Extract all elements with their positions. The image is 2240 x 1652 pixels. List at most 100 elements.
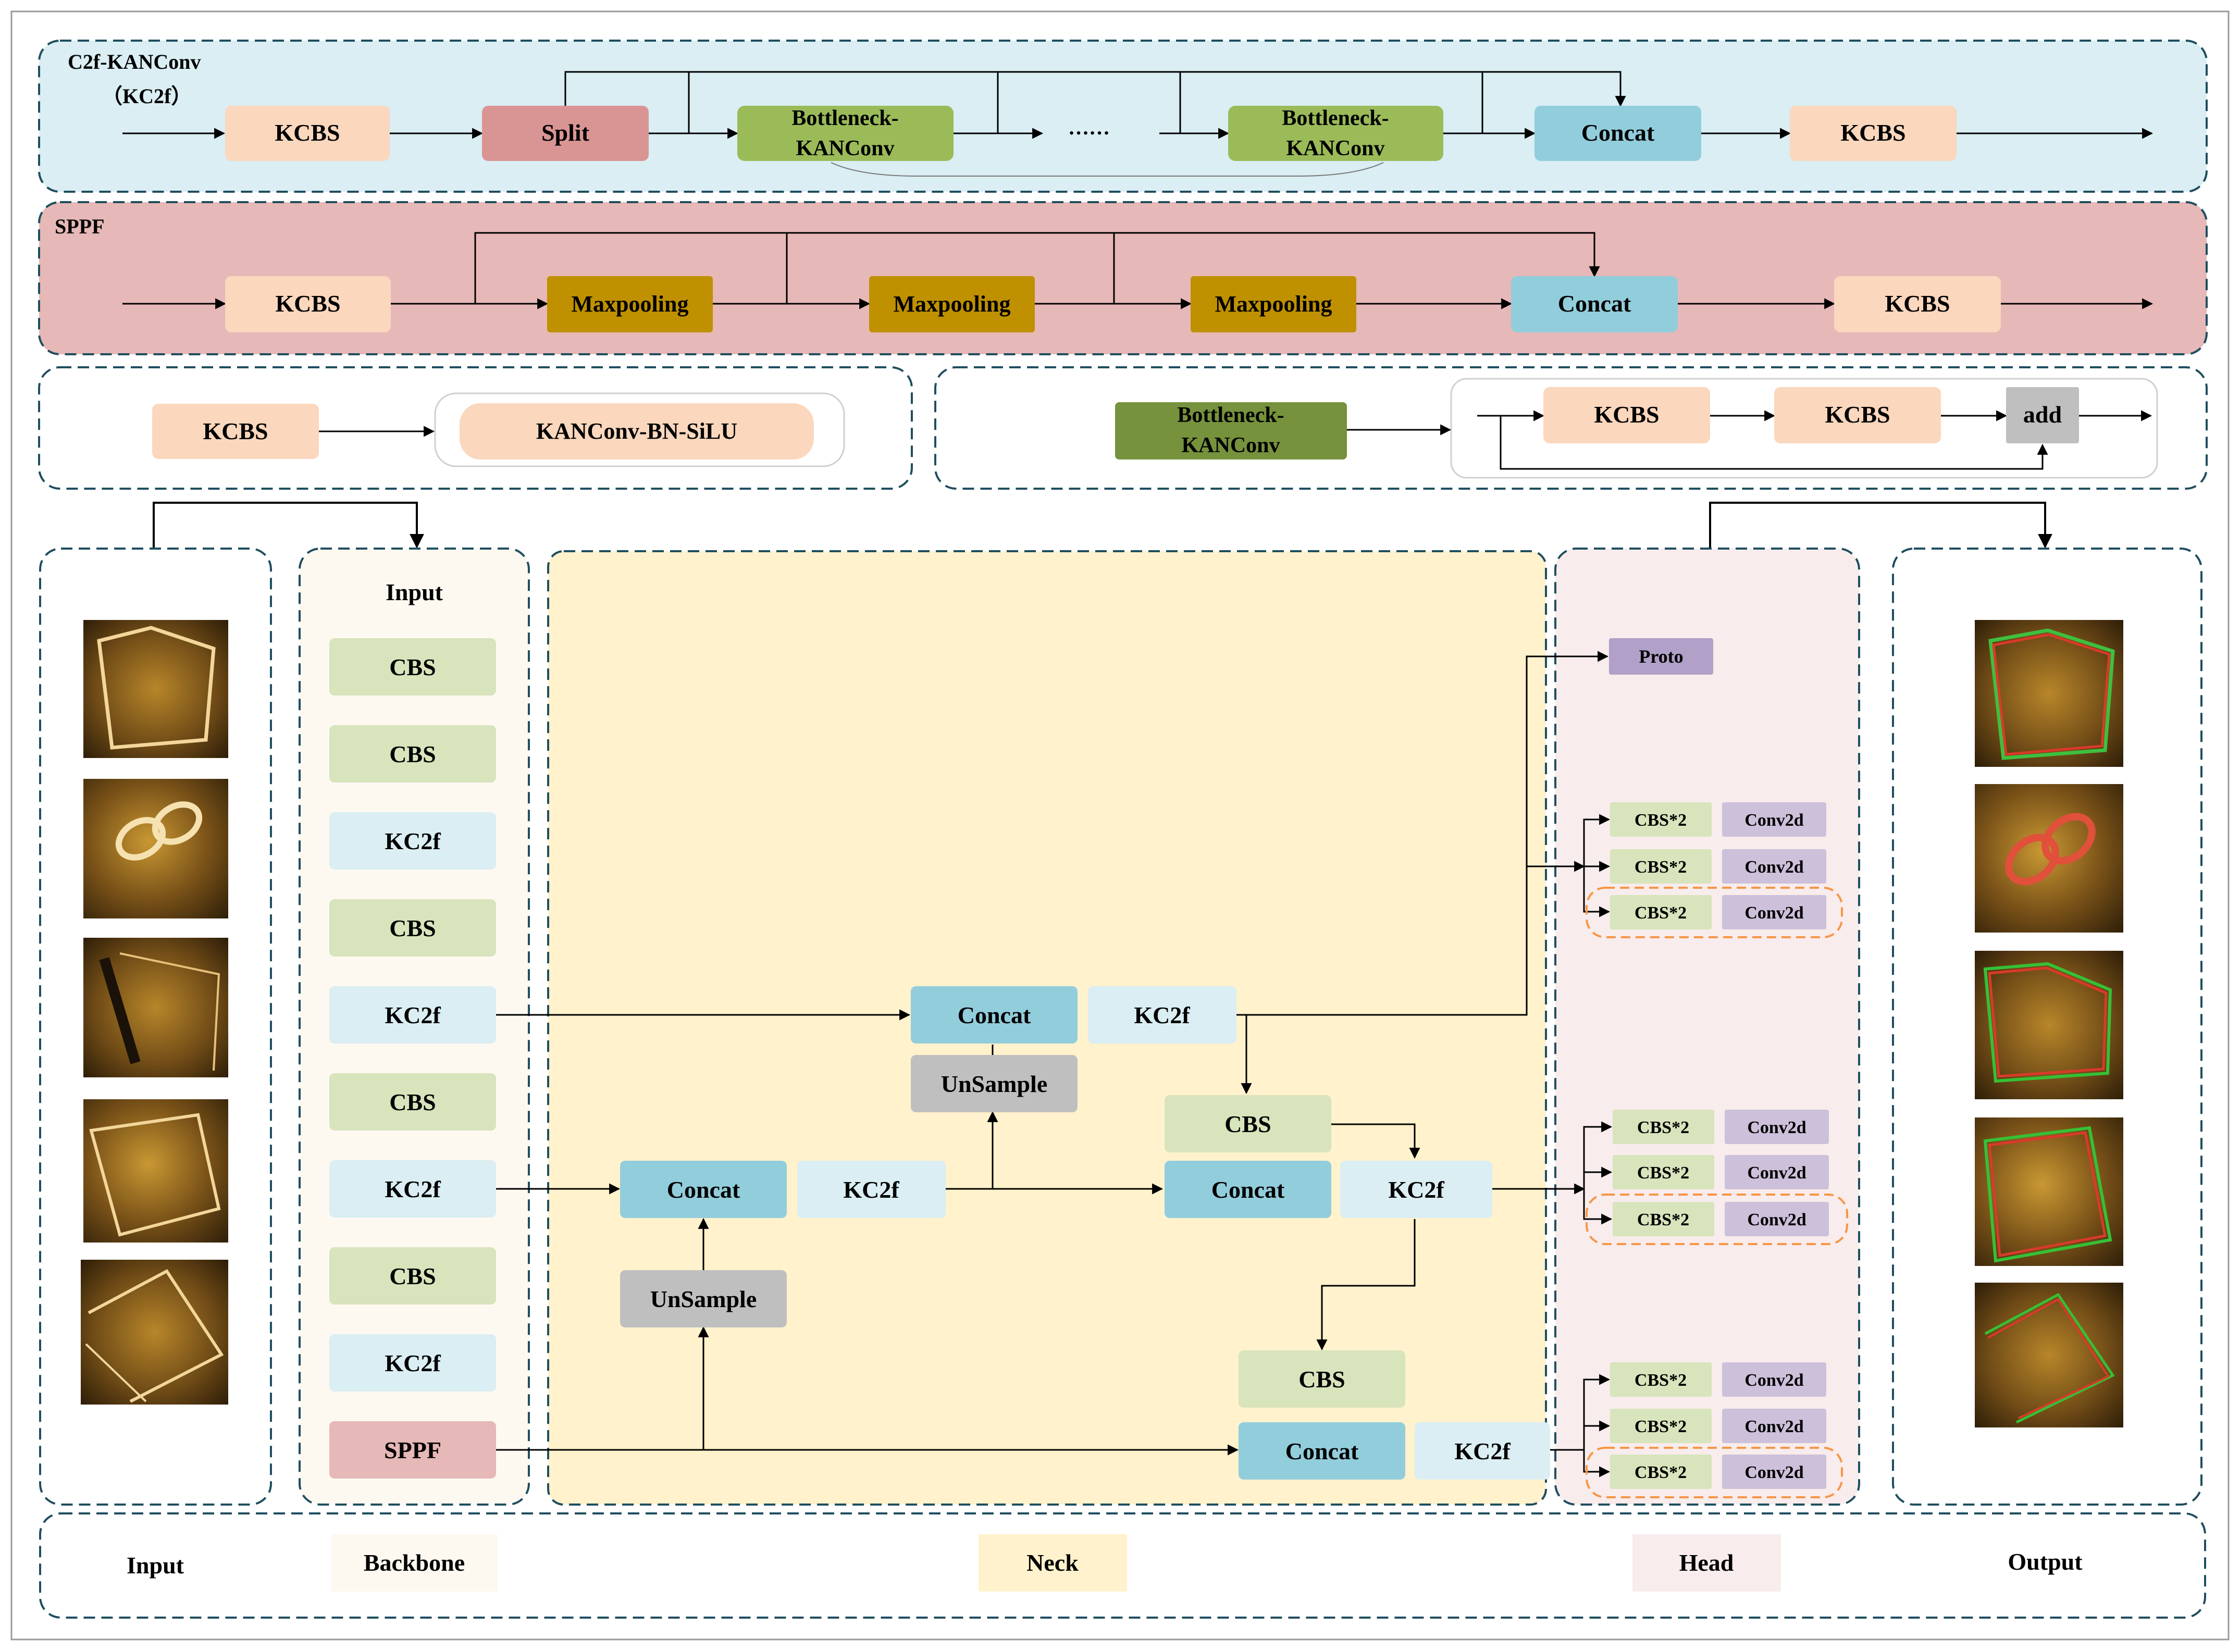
neck-upsample-2: UnSample: [620, 1270, 787, 1327]
neck-kc2f-2-label: KC2f: [843, 1176, 899, 1203]
c2f-split-label: Split: [541, 119, 590, 146]
sppf-kcbs-out: KCBS: [1834, 276, 2001, 332]
neck-kc2f-4-label: KC2f: [1454, 1438, 1511, 1464]
bottleneck-def-name-line1: Bottleneck-: [1177, 403, 1284, 427]
legend-output-label: Output: [2008, 1548, 2083, 1575]
head-cbs-label: CBS*2: [1635, 811, 1687, 830]
sppf-maxpool-3-label: Maxpooling: [1215, 291, 1332, 317]
head-cbs-label: CBS*2: [1635, 903, 1687, 923]
output-images-panel: [1892, 548, 2202, 1506]
bottleneck-def-kcbs-2: KCBS: [1774, 387, 1941, 443]
neck-kc2f-1: KC2f: [1088, 986, 1236, 1044]
legend-neck-label: Neck: [1026, 1549, 1079, 1576]
input-sonar-image: [83, 620, 228, 758]
head-cbs-label: CBS*2: [1635, 858, 1687, 877]
head-highlight-2: [1586, 1194, 1848, 1245]
c2f-split: Split: [482, 106, 649, 161]
c2f-concat-label: Concat: [1581, 119, 1655, 146]
c2f-bottleneck-b-line1: Bottleneck-: [1282, 106, 1389, 130]
neck-concat-1: Concat: [911, 986, 1078, 1044]
c2f-panel-title: C2f-KANConv: [68, 50, 201, 73]
head-panel: Proto CBS*2 Conv2d CBS*2 Conv2d CBS*2 Co…: [1236, 548, 1860, 1506]
c2f-bottleneck-b-line2: KANConv: [1286, 136, 1384, 160]
c2f-kcbs-out: KCBS: [1790, 106, 1957, 161]
backbone-layer-label: CBS: [389, 1089, 436, 1115]
neck-kc2f-4: KC2f: [1415, 1422, 1550, 1480]
neck-kc2f-3-label: KC2f: [1388, 1176, 1444, 1203]
head-row: CBS*2 Conv2d: [1610, 849, 1826, 884]
backbone-layer-sppf: SPPF: [329, 1421, 496, 1479]
input-images-panel: [39, 548, 272, 1506]
neck-kc2f-2: KC2f: [797, 1161, 946, 1218]
head-row: CBS*2 Conv2d: [1610, 895, 1826, 929]
sppf-maxpool-2-label: Maxpooling: [894, 291, 1011, 317]
neck-concat-4-label: Concat: [1285, 1438, 1359, 1464]
backbone-layer-cbs: CBS: [329, 1073, 496, 1131]
backbone-layer-label: CBS: [389, 741, 436, 767]
bottleneck-def-name: Bottleneck- KANConv: [1115, 402, 1347, 459]
backbone-layer-kc2f: KC2f: [329, 986, 496, 1044]
neck-cbs-1: CBS: [1165, 1095, 1331, 1152]
output-segmentation-image: [1975, 951, 2123, 1099]
sppf-panel: SPPF KCBS Maxpooling Maxpooling Maxpooli…: [38, 201, 2208, 355]
input-sonar-image: [81, 1260, 228, 1405]
head-row: CBS*2 Conv2d: [1613, 1110, 1829, 1144]
legend-head-label: Head: [1679, 1549, 1734, 1576]
c2f-kcbs-in-label: KCBS: [275, 119, 340, 146]
head-cbs-label: CBS*2: [1635, 1417, 1687, 1436]
head-conv2d-label: Conv2d: [1744, 903, 1803, 923]
kcbs-def-name: KCBS: [152, 404, 319, 459]
bottleneck-def-add: add: [2006, 387, 2079, 443]
bottleneck-def-kcbs-2-label: KCBS: [1825, 401, 1890, 428]
backbone-layer-label: CBS: [389, 654, 436, 680]
head-row: CBS*2 Conv2d: [1610, 1409, 1826, 1443]
neck-concat-4: Concat: [1239, 1422, 1405, 1480]
bottleneck-def-name-line2: KANConv: [1181, 433, 1280, 457]
neck-upsample-1: UnSample: [911, 1055, 1078, 1112]
legend-input-label: Input: [127, 1552, 184, 1579]
head-conv2d-label: Conv2d: [1744, 1417, 1803, 1436]
sppf-kcbs-in: KCBS: [225, 276, 391, 332]
backbone-panel: Input CBS CBS KC2f CBS KC2f CBS KC2f: [299, 548, 530, 1506]
kcbs-def-name-label: KCBS: [203, 418, 268, 444]
c2f-concat: Concat: [1534, 106, 1701, 161]
legend-panel: Input Backbone Neck Head Output: [39, 1512, 2206, 1619]
kcbs-def-expansion: KANConv-BN-SiLU: [460, 403, 814, 459]
c2f-bottleneck-b: Bottleneck- KANConv: [1228, 106, 1443, 161]
head-conv2d-label: Conv2d: [1747, 1210, 1806, 1229]
backbone-layer-cbs: CBS: [329, 899, 496, 957]
head-row: CBS*2 Conv2d: [1610, 1455, 1826, 1489]
head-row: CBS*2 Conv2d: [1610, 1362, 1826, 1397]
backbone-layer-kc2f: KC2f: [329, 812, 496, 870]
sppf-maxpool-3: Maxpooling: [1191, 276, 1356, 332]
backbone-input-label: Input: [386, 579, 443, 605]
head-conv2d-label: Conv2d: [1744, 811, 1803, 830]
head-cbs-label: CBS*2: [1635, 1463, 1687, 1482]
bottleneck-def-kcbs-1: KCBS: [1543, 387, 1710, 443]
c2f-ellipsis: ……: [1068, 116, 1110, 139]
head-row: CBS*2 Conv2d: [1613, 1155, 1829, 1189]
c2f-panel-subtitle: （KC2f）: [102, 84, 192, 108]
backbone-layer-label: KC2f: [385, 1002, 441, 1028]
sppf-panel-title: SPPF: [55, 215, 105, 238]
head-cbs-label: CBS*2: [1637, 1118, 1689, 1137]
neck-kc2f-1-label: KC2f: [1134, 1002, 1190, 1028]
head-proto-label: Proto: [1639, 646, 1683, 667]
neck-upsample-2-label: UnSample: [650, 1286, 757, 1312]
backbone-layer-label: KC2f: [385, 1350, 441, 1376]
backbone-layer-label: KC2f: [385, 1176, 441, 1202]
sppf-maxpool-2: Maxpooling: [869, 276, 1035, 332]
bottleneck-definition-panel: Bottleneck- KANConv KCBS KCBS add: [934, 366, 2208, 490]
output-segmentation-image: [1975, 784, 2123, 933]
neck-cbs-1-label: CBS: [1224, 1111, 1271, 1137]
neck-upsample-1-label: UnSample: [941, 1071, 1047, 1097]
neck-concat-3: Concat: [1165, 1161, 1331, 1218]
head-conv2d-label: Conv2d: [1744, 858, 1803, 877]
output-segmentation-image: [1975, 620, 2123, 767]
backbone-layer-label: CBS: [389, 915, 436, 941]
backbone-layer-label: SPPF: [384, 1437, 441, 1463]
head-conv2d-label: Conv2d: [1744, 1463, 1803, 1482]
sppf-concat-label: Concat: [1558, 290, 1631, 317]
legend-backbone-label: Backbone: [364, 1549, 465, 1576]
